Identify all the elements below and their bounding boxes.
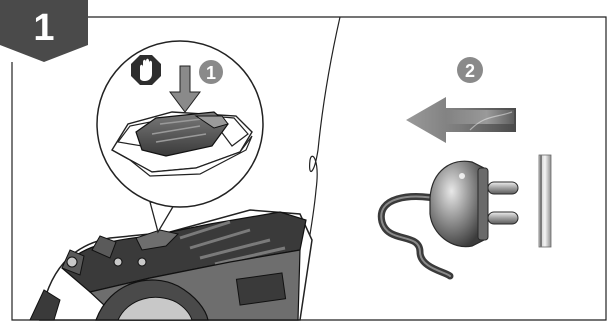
panel-frame: [11, 16, 607, 321]
zoom-callout: 1: [96, 40, 264, 234]
left-arrow-icon: [406, 97, 516, 143]
step-badge: 1: [0, 0, 88, 62]
callout-2: 2: [457, 57, 483, 83]
callout-1: 1: [199, 60, 223, 84]
press-down-arrow-icon: [169, 65, 201, 113]
callout-2-number: 2: [465, 61, 475, 81]
power-tool-illustration: [29, 209, 313, 321]
step-number: 1: [33, 7, 54, 49]
callout-1-number: 1: [206, 63, 216, 83]
stop-hand-icon: [131, 55, 161, 85]
wall-socket-icon: [538, 154, 552, 248]
lock-button-closeup: [111, 65, 253, 177]
power-plug-icon: [377, 160, 519, 280]
